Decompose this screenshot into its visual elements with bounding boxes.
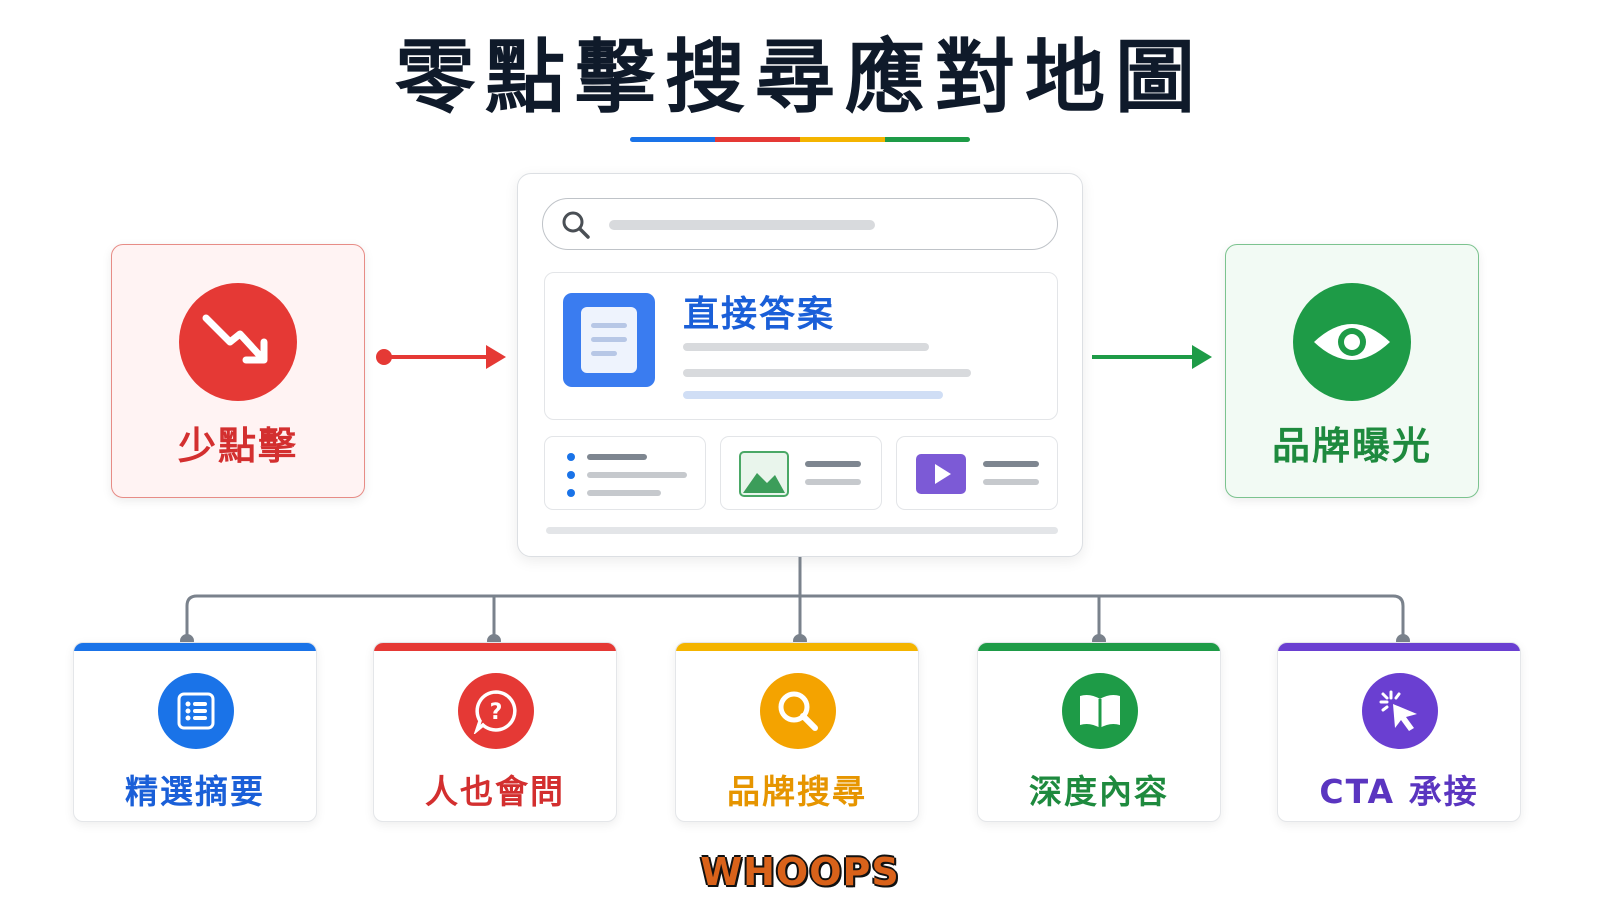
title-underline [630, 137, 970, 142]
video-result-chip [896, 436, 1058, 510]
video-result-line [983, 461, 1039, 467]
answer-text-line [683, 343, 929, 351]
deep-content-label: 深度內容 [1029, 772, 1169, 811]
people-also-ask-card: ? 人也會問 [373, 642, 617, 822]
image-result-line [805, 461, 861, 467]
people-also-ask-label: 人也會問 [425, 772, 565, 811]
left-arrow [376, 345, 506, 369]
search-icon [760, 673, 836, 749]
serp-footer-line [546, 527, 1058, 534]
cta-card: CTA 承接 [1277, 642, 1521, 822]
fewer-clicks-node: 少點擊 [111, 244, 365, 498]
right-arrow [1092, 345, 1212, 369]
brand-exposure-node: 品牌曝光 [1225, 244, 1479, 498]
cursor-click-icon [1362, 673, 1438, 749]
card-accent-bar [374, 643, 616, 651]
card-accent-bar [1278, 643, 1520, 651]
underline-yellow [800, 137, 885, 142]
card-accent-bar [978, 643, 1220, 651]
list-icon [158, 673, 234, 749]
direct-answer-card: 直接答案 [544, 272, 1058, 420]
search-bar [542, 198, 1058, 250]
svg-text:?: ? [490, 700, 503, 725]
brand-logo: WHOOPS [700, 850, 900, 894]
brand-exposure-label: 品牌曝光 [1271, 424, 1432, 468]
document-icon [563, 293, 655, 387]
list-result-chip [544, 436, 706, 510]
card-accent-bar [676, 643, 918, 651]
question-bubble-icon: ? [458, 673, 534, 749]
eye-icon [1293, 283, 1411, 401]
card-accent-bar [74, 643, 316, 651]
brand-search-card: 品牌搜尋 [675, 642, 919, 822]
serp-panel: 直接答案 [517, 173, 1083, 557]
image-icon [739, 451, 789, 497]
underline-blue [630, 137, 715, 142]
book-icon [1062, 673, 1138, 749]
image-result-chip [720, 436, 882, 510]
video-result-line [983, 479, 1039, 485]
underline-green [885, 137, 970, 142]
brand-search-label: 品牌搜尋 [727, 772, 867, 811]
list-icon [567, 453, 687, 497]
underline-red [715, 137, 800, 142]
search-icon [562, 211, 590, 239]
deep-content-card: 深度內容 [977, 642, 1221, 822]
trend-down-icon [179, 283, 297, 401]
direct-answer-title: 直接答案 [683, 294, 836, 335]
video-play-icon [916, 454, 966, 494]
search-query-placeholder [609, 220, 875, 230]
answer-text-line [683, 369, 971, 377]
cta-label: CTA 承接 [1319, 772, 1479, 811]
answer-text-line [683, 391, 943, 399]
featured-snippet-label: 精選摘要 [125, 772, 265, 811]
fewer-clicks-label: 少點擊 [177, 424, 298, 468]
image-result-line [805, 479, 861, 485]
featured-snippet-card: 精選摘要 [73, 642, 317, 822]
page-title: 零點擊搜尋應對地圖 [395, 31, 1205, 124]
